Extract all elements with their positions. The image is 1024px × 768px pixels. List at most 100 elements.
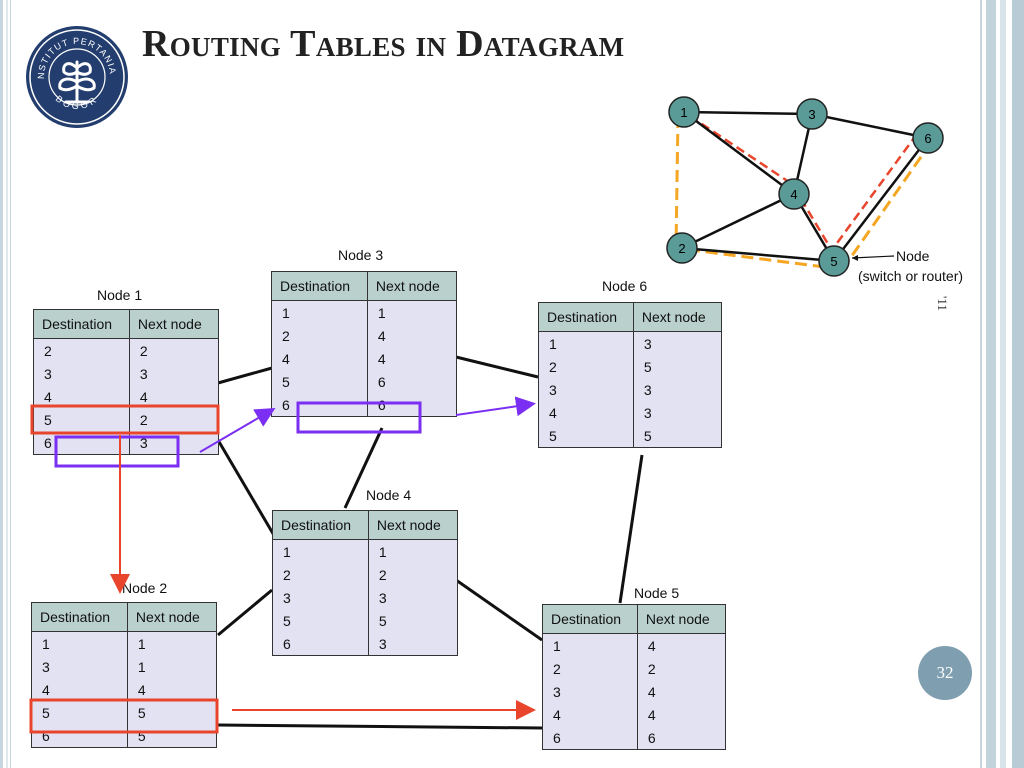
link-n3-n6 — [455, 355, 539, 379]
page-number-badge: 32 — [918, 646, 972, 700]
link-n4-n2 — [217, 588, 273, 637]
table-cell: 3 — [31, 655, 128, 678]
next-header: Next node — [126, 602, 218, 632]
topo-node-5: 5 — [818, 245, 850, 277]
node2-title: Node 2 — [122, 580, 168, 596]
table-cell: 3 — [538, 378, 634, 401]
dest-header: Destination — [538, 302, 634, 332]
table-cell: 5 — [632, 424, 723, 448]
table-cell: 4 — [636, 703, 727, 726]
node1-row-6-highlight — [54, 435, 180, 468]
dest-header: Destination — [31, 602, 128, 632]
table-cell: 6 — [271, 393, 368, 417]
table-cell: 6 — [542, 726, 638, 750]
table-cell: 1 — [538, 331, 634, 355]
svg-text:3: 3 — [808, 107, 815, 122]
table-cell: 6 — [636, 726, 727, 750]
table-cell: 3 — [367, 632, 459, 656]
table-cell: 4 — [538, 401, 634, 424]
next-header: Next node — [632, 302, 723, 332]
left-frame — [0, 0, 14, 768]
table-cell: 2 — [272, 563, 369, 586]
table-cell: 2 — [367, 563, 459, 586]
table-cell: 5 — [538, 424, 634, 448]
svg-text:4: 4 — [790, 187, 797, 202]
table-cell: 2 — [33, 338, 130, 362]
node-legend-line1: Node — [896, 248, 930, 264]
link-n1-n4 — [216, 439, 277, 538]
plant-icon — [58, 60, 96, 104]
table-cell: 4 — [636, 680, 727, 703]
table-cell: 5 — [31, 701, 128, 724]
table-cell: 3 — [367, 586, 459, 609]
table-cell: 4 — [128, 385, 220, 408]
table-cell: 4 — [271, 347, 368, 370]
table-cell: 1 — [126, 655, 218, 678]
table-cell: 5 — [632, 355, 723, 378]
svg-text:1: 1 — [680, 105, 687, 120]
table-cell: 5 — [271, 370, 368, 393]
svg-text:5: 5 — [830, 254, 837, 269]
table-cell: 1 — [542, 633, 638, 657]
node1-row-5-highlight — [30, 404, 220, 435]
next-header: Next node — [636, 604, 727, 634]
table-cell: 4 — [31, 678, 128, 701]
table-cell: 4 — [636, 633, 727, 657]
svg-text:2: 2 — [678, 241, 685, 256]
table-cell: 3 — [632, 378, 723, 401]
table-cell: 3 — [542, 680, 638, 703]
slide-title: Routing Tables in Datagram — [142, 23, 625, 65]
table-cell: 6 — [31, 724, 128, 748]
table-cell: 5 — [367, 609, 459, 632]
node3-row-6-highlight — [296, 401, 422, 434]
next-header: Next node — [367, 510, 459, 540]
topo-node-1: 1 — [668, 96, 700, 128]
table-cell: 4 — [542, 703, 638, 726]
link-n6-n5 — [618, 454, 644, 604]
node-legend-line2: (switch or router) — [858, 268, 963, 284]
node2-row-5-highlight — [29, 698, 219, 734]
node3-title: Node 3 — [338, 247, 384, 263]
table-cell: 1 — [367, 539, 459, 563]
link-n4-n5 — [455, 578, 543, 642]
svg-text:6: 6 — [924, 131, 931, 146]
next-header: Next node — [128, 309, 220, 339]
table-cell: 4 — [366, 324, 458, 347]
node5-title: Node 5 — [634, 585, 680, 601]
topo-node-2: 2 — [666, 232, 698, 264]
table-cell: 5 — [33, 408, 130, 431]
dest-header: Destination — [33, 309, 130, 339]
node4-title: Node 4 — [366, 487, 412, 503]
table-cell: 1 — [126, 631, 218, 655]
arrow-n3-to-n6 — [455, 396, 536, 417]
right-frame — [980, 0, 1024, 768]
table-cell: 3 — [33, 362, 130, 385]
table-cell: 4 — [126, 678, 218, 701]
